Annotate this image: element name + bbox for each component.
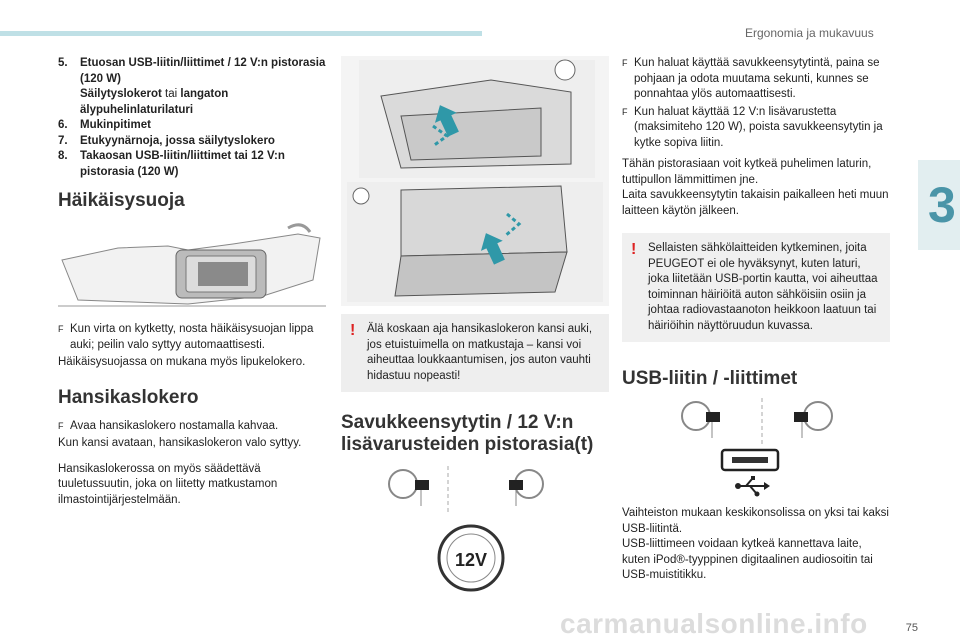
glovebox-illustration [341,56,609,306]
list-item: 6.Mukinpitimet [58,119,151,131]
usb-heading: USB-liitin / -liittimet [622,368,798,389]
sun-visor-note: Häikäisysuojassa on mukana myös lipukelo… [58,356,306,368]
glovebox-heading: Hansikaslokero [58,386,199,408]
glovebox-warning-text: Älä koskaan aja hansikaslokeron kansi au… [367,323,593,382]
chapter-number: 3 [928,177,956,233]
warning-icon: ! [350,322,356,339]
sun-visor-illustration [58,223,326,307]
column-right: F Kun haluat käyttää savukkeensytytintä,… [622,56,890,584]
page-number: 75 [905,622,918,634]
glovebox-light-note: Kun kansi avataan, hansikaslokeron valo … [58,437,302,449]
sun-visor-heading: Häikäisysuoja [58,190,185,211]
accessory-instruction: F Kun haluat käyttää 12 V:n lisävarustet… [622,105,883,149]
usb-illustration [681,398,833,497]
list-item: 8.Takaosan USB-liitin/liittimet tai 12 V… [58,150,285,178]
component-list: 5.Etuosan USB-liitin/liittimet / 12 V:n … [58,56,326,180]
glovebox-instruction: F Avaa hansikaslokero nostamalla kahvaa. [58,419,279,432]
usb-icon [735,476,770,497]
glovebox-warning: ! Älä koskaan aja hansikaslokeron kansi … [341,314,609,392]
electrical-warning: ! Sellaisten sähkölaitteiden kytkeminen,… [622,233,890,342]
sun-visor-instruction: F Kun virta on kytketty, nosta häikäisys… [58,323,314,351]
column-middle: ! Älä koskaan aja hansikaslokeron kansi … [341,56,609,594]
socket-label: 12V [455,550,487,570]
glovebox-vent-note: Hansikaslokerossa on myös säädettävä tuu… [58,462,278,506]
electrical-warning-text: Sellaisten sähkölaitteiden kytkeminen, j… [648,242,878,332]
list-item: 5.Etuosan USB-liitin/liittimet / 12 V:n … [58,57,326,85]
usb-devices-note: USB-liittimeen voidaan kytkeä kannettava… [622,538,873,581]
watermark: carmanualsonline.info [560,608,868,639]
usb-count-note: Vaihteiston mukaan keskikonsolissa on yk… [622,507,889,535]
header-accent-bar [0,31,482,36]
lighter-replace-note: Laita savukkeensytytin takaisin paikalle… [622,189,889,217]
lighter-instruction: F Kun haluat käyttää savukkeensytytintä,… [622,57,880,100]
chapter-tab: 3 [918,160,960,250]
column-left: 5.Etuosan USB-liitin/liittimet / 12 V:n … [58,56,326,508]
list-item: 7.Etukyynärnoja, jossa säilytyslokero [58,134,275,147]
socket-usage-note: Tähän pistorasiaan voit kytkeä puhelimen… [622,158,872,186]
section-title: Ergonomia ja mukavuus [745,26,874,40]
socket-location-illustration: 12V [388,466,544,592]
warning-icon: ! [631,241,637,258]
list-item: Säilytyslokerot tai langaton älypuhelinl… [80,88,229,116]
